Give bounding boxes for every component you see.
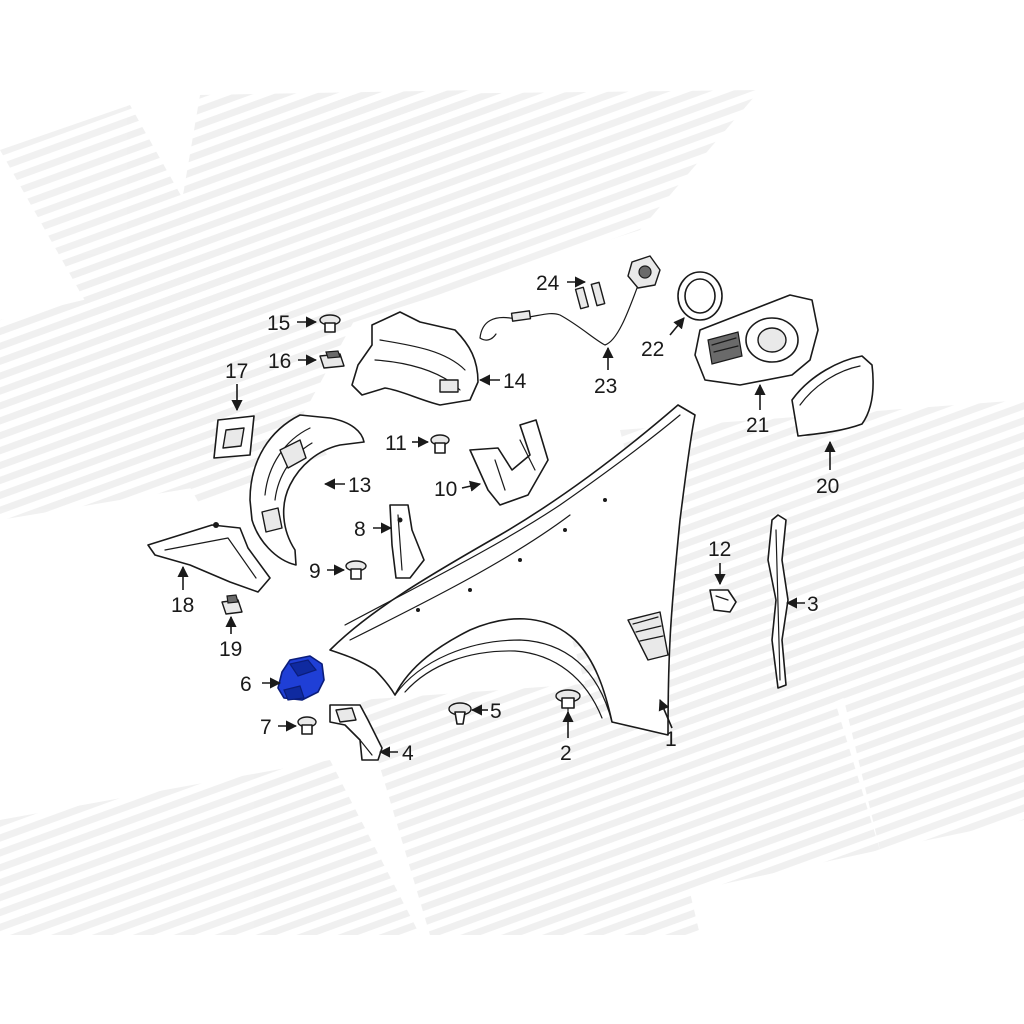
part-16-nut[interactable] xyxy=(319,350,345,369)
callout-7: 7 xyxy=(260,716,272,739)
callout-19: 19 xyxy=(219,638,242,661)
part-7-bolt[interactable] xyxy=(297,716,317,735)
callout-23: 23 xyxy=(594,375,617,398)
part-4-bracket[interactable] xyxy=(329,704,383,761)
callout-3: 3 xyxy=(807,593,819,616)
callout-17: 17 xyxy=(225,360,248,383)
callout-8: 8 xyxy=(354,518,366,541)
watermark xyxy=(0,90,1024,935)
callout-13: 13 xyxy=(348,474,371,497)
part-9-bolt[interactable] xyxy=(345,560,367,580)
callout-1: 1 xyxy=(665,728,677,751)
part-20-fuel-flap[interactable] xyxy=(791,355,874,437)
callout-14: 14 xyxy=(503,370,527,393)
part-18-under-cover[interactable] xyxy=(147,522,271,593)
part-13-wheel-arch-liner[interactable] xyxy=(249,414,365,566)
part-12-small-bracket[interactable] xyxy=(709,589,737,613)
part-6-bracket-highlighted[interactable] xyxy=(277,655,325,701)
callout-21: 21 xyxy=(746,414,769,437)
part-3-bracket-strip[interactable] xyxy=(767,514,789,689)
part-24-connector[interactable] xyxy=(574,281,606,310)
part-11-bolt[interactable] xyxy=(430,434,450,454)
callout-6: 6 xyxy=(240,673,252,696)
part-5-clip[interactable] xyxy=(448,702,472,725)
callout-16: 16 xyxy=(268,350,291,373)
callout-12: 12 xyxy=(708,538,731,561)
part-19-grommet[interactable] xyxy=(221,594,243,615)
callout-5: 5 xyxy=(490,700,502,723)
callout-11: 11 xyxy=(385,432,407,455)
part-8-bracket[interactable] xyxy=(389,504,425,579)
callout-2: 2 xyxy=(560,742,572,765)
callout-22: 22 xyxy=(641,338,664,361)
part-17-cover[interactable] xyxy=(213,415,255,459)
part-21-filler-housing[interactable] xyxy=(694,294,819,386)
callout-9: 9 xyxy=(309,560,321,583)
part-10-bracket[interactable] xyxy=(469,419,549,506)
callout-18: 18 xyxy=(171,594,194,617)
part-23-cable-actuator[interactable] xyxy=(479,255,661,346)
part-1-fender[interactable] xyxy=(329,404,696,736)
callout-24: 24 xyxy=(536,272,560,295)
part-15-screw[interactable] xyxy=(319,314,341,333)
callout-10: 10 xyxy=(434,478,457,501)
part-22-seal-ring[interactable] xyxy=(677,271,723,321)
part-14-liner[interactable] xyxy=(351,311,479,406)
callout-20: 20 xyxy=(816,475,839,498)
callout-4: 4 xyxy=(402,742,414,765)
callout-15: 15 xyxy=(267,312,290,335)
